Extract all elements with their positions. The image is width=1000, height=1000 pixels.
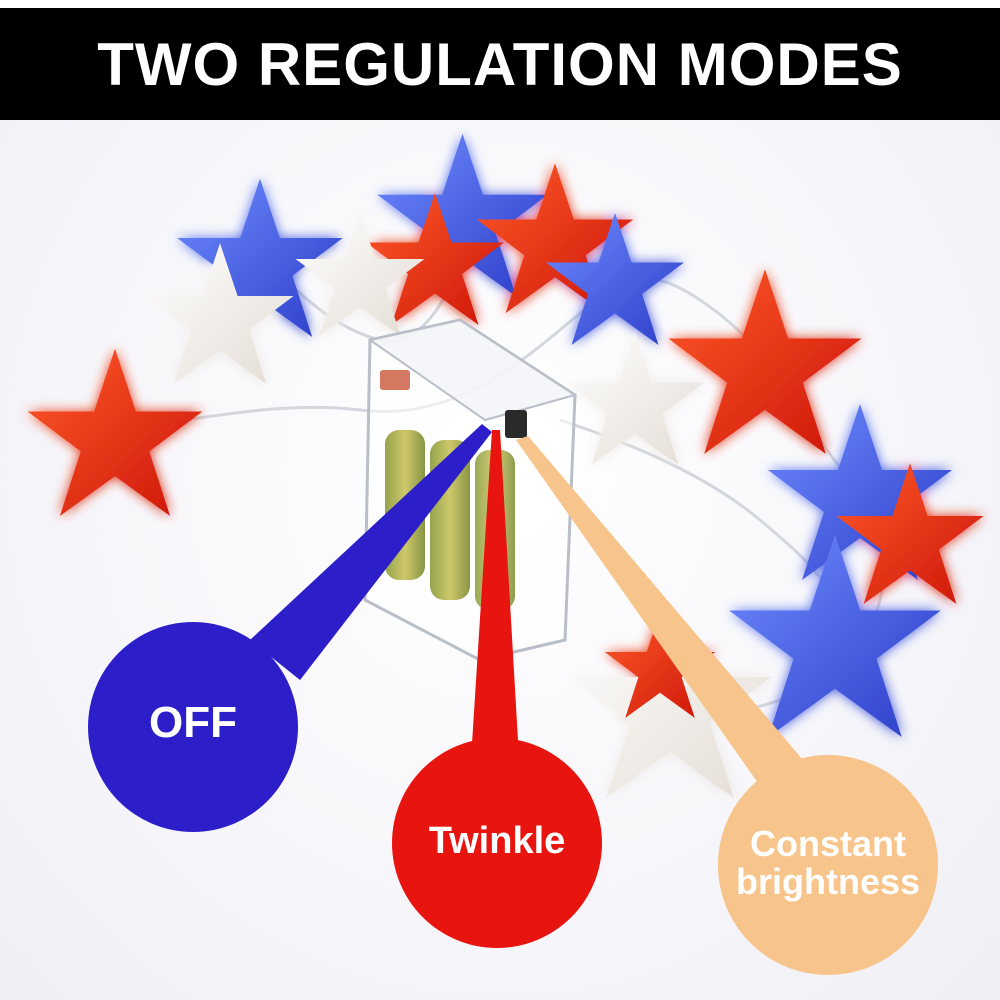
mode-off-label: OFF	[149, 698, 237, 747]
red-star-light	[27, 348, 203, 516]
mode-twinkle-bubble	[392, 738, 602, 948]
white-star-light	[566, 333, 704, 465]
product-photo: OFF Twinkle Constant brightness	[0, 120, 1000, 1000]
mode-off-bubble	[88, 622, 298, 832]
page-title: TWO REGULATION MODES	[97, 30, 903, 98]
mode-switch	[505, 410, 527, 438]
mode-constant-bubble	[718, 755, 938, 975]
white-star-light	[295, 212, 425, 336]
mode-twinkle-label: Twinkle	[428, 820, 566, 862]
callout-pointers	[250, 424, 820, 800]
mode-constant-label: Constant brightness	[735, 823, 921, 902]
mode-callouts	[88, 622, 938, 975]
product-illustration	[27, 133, 984, 975]
title-banner: TWO REGULATION MODES	[0, 8, 1000, 120]
battery-box	[363, 318, 578, 662]
